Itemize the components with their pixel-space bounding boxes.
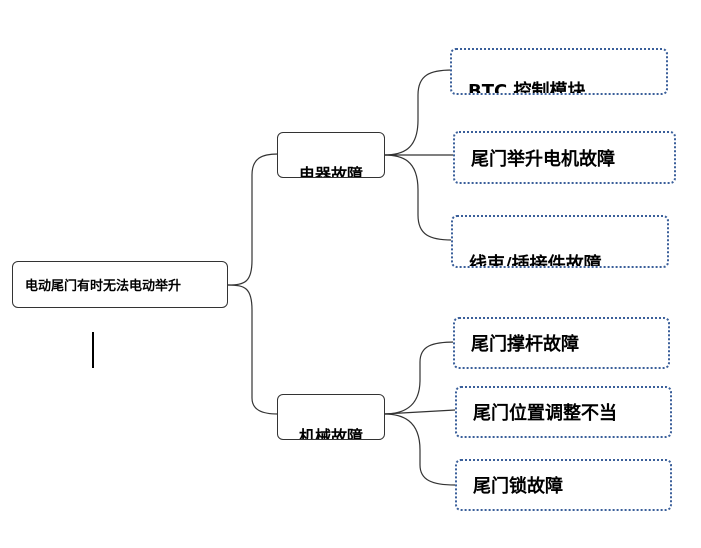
connector-electrical-btc — [383, 69, 453, 156]
branch-node-mechanical: 机械故障 — [277, 394, 385, 440]
leaf-node-lift-motor: 尾门举升电机故障 — [453, 131, 676, 184]
leaf-node-lock: 尾门锁故障 — [455, 459, 672, 511]
connector-root-mechanical — [227, 284, 279, 415]
leaf-label-btc-module: BTC 控制模块 — [468, 81, 586, 95]
root-label: 电动尾门有时无法电动举升 — [25, 279, 182, 294]
leaf-label-lift-motor: 尾门举升电机故障 — [471, 148, 615, 170]
branch-node-electrical: 电器故障 — [277, 132, 385, 178]
branch-label-electrical: 电器故障 — [298, 165, 363, 178]
connector-mechanical-lock — [383, 413, 456, 486]
connector-mechanical-strut — [383, 341, 456, 415]
leaf-node-position: 尾门位置调整不当 — [455, 386, 672, 438]
connector-electrical-harness — [383, 154, 453, 241]
text-cursor — [92, 332, 94, 368]
leaf-label-position: 尾门位置调整不当 — [473, 403, 617, 424]
leaf-node-btc-module: BTC 控制模块 — [450, 48, 668, 95]
leaf-label-harness: 线束/插接件故障 — [469, 254, 602, 268]
leaf-label-lock: 尾门锁故障 — [473, 476, 563, 497]
leaf-label-strut: 尾门撑杆故障 — [471, 334, 579, 355]
leaf-node-strut: 尾门撑杆故障 — [453, 317, 670, 369]
connector-root-electrical — [227, 153, 279, 286]
branch-label-mechanical: 机械故障 — [298, 427, 363, 440]
connector-mechanical-position — [383, 409, 456, 415]
leaf-node-harness: 线束/插接件故障 — [451, 215, 669, 268]
root-node: 电动尾门有时无法电动举升 — [12, 261, 228, 308]
